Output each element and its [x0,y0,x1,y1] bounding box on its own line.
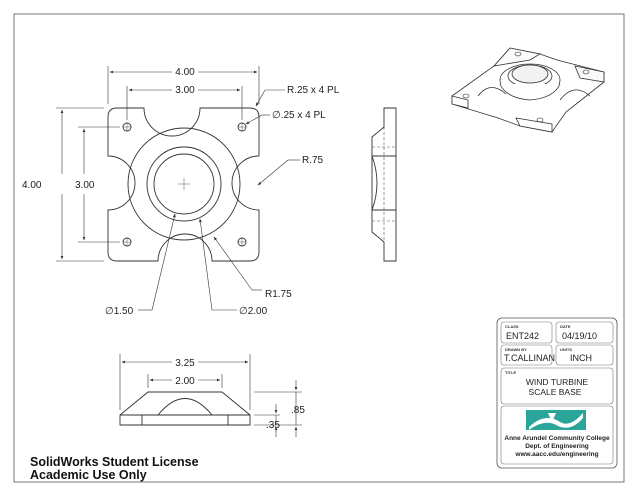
inner-bore-circle [153,153,215,215]
dim-hole-diameter: ∅.25 x 4 PL [272,110,326,121]
tb-drawn-by-value: T.CALLINAN [504,353,555,363]
center-marks [123,123,246,246]
dim-corner-radius: R.25 x 4 PL [287,85,340,96]
side-view-hidden [372,127,396,242]
top-view-outline [107,107,260,262]
tb-date-label: DATE [560,324,571,329]
dim-front-width-inner: 2.00 [175,376,195,387]
boss-outline [127,127,241,241]
sheet-border [13,13,625,483]
tb-org-line2: Dept. of Engineering [525,443,589,450]
isometric-view [451,47,605,133]
dim-side-notch-radius: R.75 [302,155,324,166]
tb-class-label: CLASS [505,324,519,329]
top-view-dimensions [56,66,300,311]
front-view [119,391,251,426]
dim-inner-diameter: ∅1.50 [105,306,134,317]
tb-title-line2: SCALE BASE [529,387,582,397]
tb-title-label: TITLE [505,370,516,375]
dim-left-height-inner: 3.00 [75,180,95,191]
tb-drawn-by-label: DRAWN BY [505,347,527,352]
front-view-dimensions [119,354,302,437]
dim-outer-diameter: ∅2.00 [239,306,268,317]
tb-class-value: ENT242 [506,331,539,341]
dim-front-width-outer: 3.25 [175,358,195,369]
iso-holes [462,51,590,123]
college-logo [526,410,586,430]
tb-org-line1: Anne Arundel Community College [504,435,610,442]
tb-org-line3: www.aacc.edu/engineering [514,451,598,458]
tb-units-value: INCH [570,353,592,363]
license-line-1: SolidWorks Student License [30,455,199,469]
license-line-2: Academic Use Only [30,468,147,482]
tb-units-label: UNITS [560,347,572,352]
dim-total-height: .85 [291,405,305,416]
dim-top-width-outer: 4.00 [175,67,195,78]
title-block [496,317,618,469]
top-view [107,107,260,262]
dim-base-thickness: .35 [266,420,280,431]
outer-bore-circle [146,146,222,222]
dim-bore-radius: R1.75 [265,289,292,300]
dim-left-height-outer: 4.00 [22,180,42,191]
tb-date-value: 04/19/10 [562,331,597,341]
dim-top-width-inner: 3.00 [175,85,195,96]
tb-title-line1: WIND TURBINE [526,377,589,387]
